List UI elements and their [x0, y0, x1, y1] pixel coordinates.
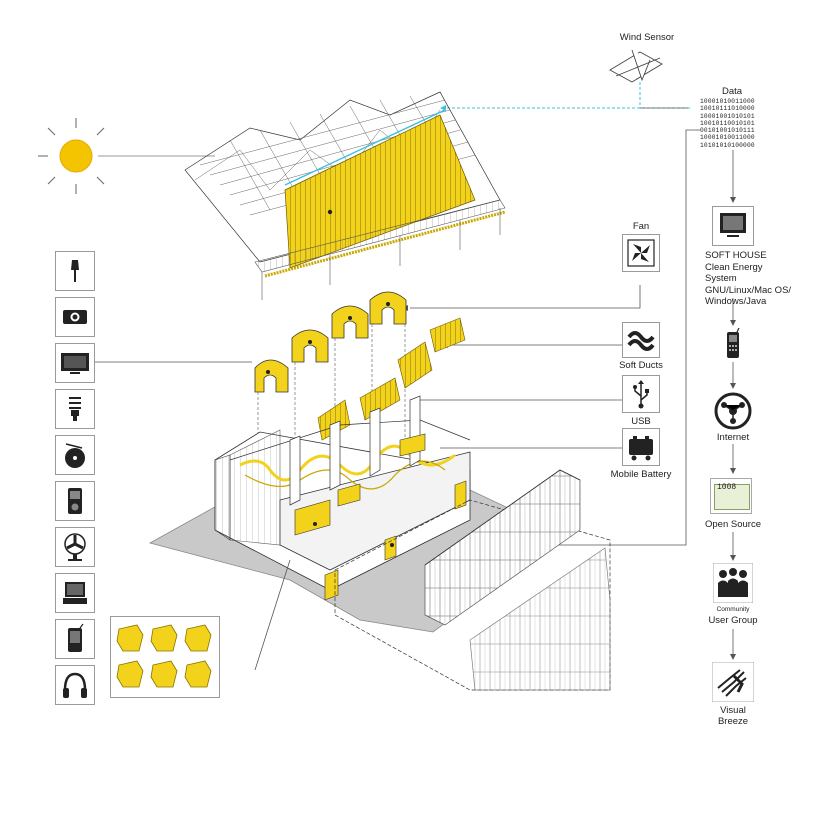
monitor-icon [712, 206, 754, 246]
mp3-player-icon [55, 481, 95, 521]
usb-label: USB [631, 416, 651, 427]
binary-data-block: 10001010011000 10010111010000 1000100101… [700, 98, 766, 149]
wind-sensor-label: Wind Sensor [619, 32, 675, 43]
binary-line: 10001001010101 [700, 112, 755, 120]
laptop-icon [55, 573, 95, 613]
usb-icon [622, 375, 660, 413]
lamp-icon [55, 251, 95, 291]
headphones-icon [55, 665, 95, 705]
mobile-battery-label: Mobile Battery [610, 469, 672, 480]
sun-icon [38, 118, 105, 194]
soft-ducts-icon [622, 322, 660, 358]
soft-house-line: SOFT HOUSE [705, 250, 767, 261]
visual-breeze-icon [712, 662, 754, 702]
open-source-screen-text: 1008 [717, 483, 737, 492]
turntable-icon [55, 435, 95, 475]
community-label: Community [716, 606, 750, 613]
binary-line: 10001010011000 [700, 98, 755, 105]
wind-sensor-icon [609, 49, 663, 83]
building-model [148, 395, 611, 691]
roof-canopy [184, 91, 506, 300]
cell-phone-icon [727, 328, 740, 358]
soft-house-label: SOFT HOUSE Clean Energy System GNU/Linux… [705, 250, 795, 308]
soft-house-line: Windows/Java [705, 296, 767, 307]
binary-line: 10010110010101 [700, 119, 755, 127]
lamp-hoods [254, 291, 407, 393]
tv-icon [55, 343, 95, 383]
soft-house-line: Clean Energy System [705, 261, 763, 285]
camera-icon [55, 297, 95, 337]
binary-line: 10001010011000 [700, 134, 755, 142]
soft-ducts-label: Soft Ducts [619, 360, 663, 371]
visual-label: Visual [720, 705, 746, 716]
cushion-tray [110, 616, 220, 698]
data-label: Data [721, 86, 743, 97]
binary-line: 00101001010111 [700, 127, 755, 135]
open-source-label: Open Source [705, 519, 761, 530]
soft-house-line: GNU/Linux/Mac OS/ [705, 284, 792, 296]
internet-icon [714, 392, 752, 430]
fan-icon [622, 234, 660, 272]
community-icon [713, 563, 753, 603]
fan-label: Fan [632, 221, 650, 232]
open-source-icon: 1008 [710, 478, 752, 514]
desk-fan-icon [55, 527, 95, 567]
binary-line: 10010111010000 [700, 105, 755, 113]
cfl-bulb-icon [55, 389, 95, 429]
mobile-phone-icon [55, 619, 95, 659]
mobile-battery-icon [622, 428, 660, 466]
soft-duct-panels [317, 317, 466, 441]
breeze-label: Breeze [717, 716, 749, 727]
binary-line: 10101010100000 [700, 141, 755, 149]
internet-label: Internet [716, 432, 750, 443]
user-group-label: User Group [708, 615, 758, 626]
